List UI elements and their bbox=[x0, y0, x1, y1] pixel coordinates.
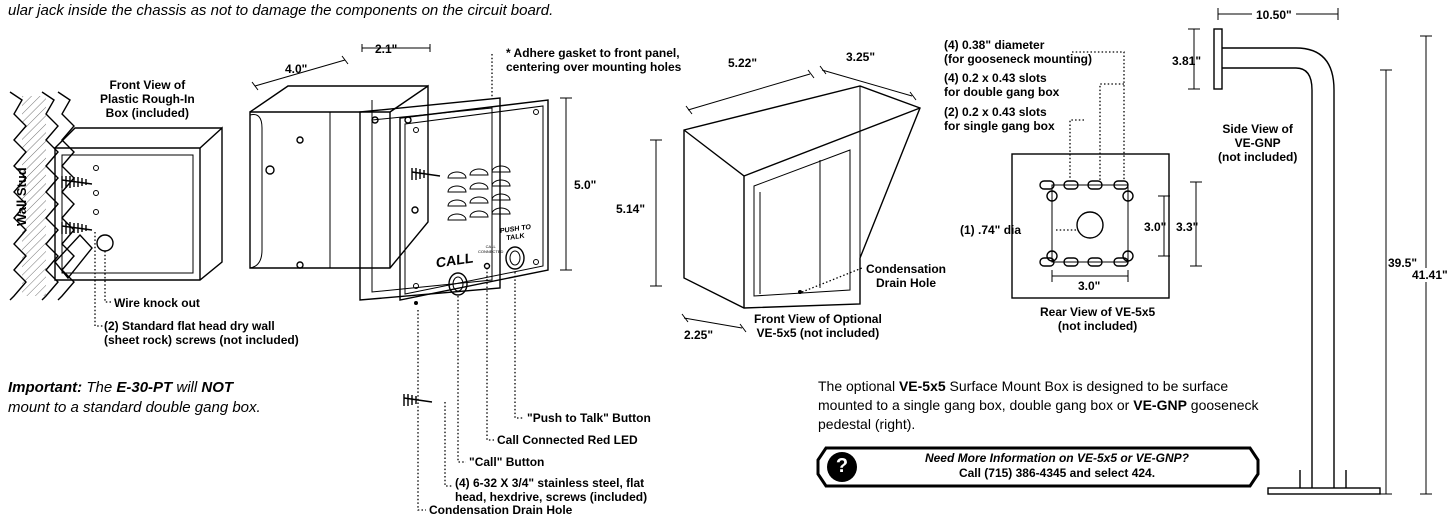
intro-text: ular jack inside the chassis as not to d… bbox=[8, 2, 554, 19]
gasket-drawing bbox=[359, 97, 501, 301]
rear-center-hole-label: (1) .74" dia bbox=[960, 223, 1022, 237]
box-width-dim: 4.0" bbox=[285, 62, 308, 76]
rear-038-label: (4) 0.38" diameter (for gooseneck mounti… bbox=[944, 38, 1092, 66]
drywall-screws-label: (2) Standard flat head dry wall (sheet r… bbox=[104, 319, 299, 347]
ve5x5-width-dim: 5.22" bbox=[728, 56, 758, 70]
rear-single-slots-label: (2) 0.2 x 0.43 slots for single gang box bbox=[944, 105, 1055, 133]
rough-in-box-drawing bbox=[54, 126, 223, 281]
gooseneck-full-dim: 41.41" bbox=[1412, 268, 1448, 282]
rough-in-box-caption: Front View of Plastic Rough-In Box (incl… bbox=[100, 78, 195, 120]
callout-push-to-talk: "Push to Talk" Button bbox=[527, 411, 651, 425]
gooseneck-caption: Side View of VE-GNP (not included) bbox=[1218, 122, 1298, 164]
rear-view-drawing bbox=[1011, 153, 1202, 299]
info-box-frame bbox=[816, 446, 1260, 488]
callout-call-button: "Call" Button bbox=[469, 455, 545, 469]
rear-double-slots-label: (4) 0.2 x 0.43 slots for double gang box bbox=[944, 71, 1060, 99]
rear-outer-v-dim: 3.3" bbox=[1176, 220, 1199, 234]
callout-stainless-screws: (4) 6-32 X 3/4" stainless steel, flat he… bbox=[455, 476, 648, 504]
ve5x5-height-dim: 5.14" bbox=[616, 202, 646, 216]
back-box-drawing bbox=[249, 44, 431, 269]
box-depth-dim: 2.1" bbox=[375, 42, 398, 56]
rear-view-caption: Rear View of VE-5x5 (not included) bbox=[1040, 305, 1156, 333]
panel-height-dim: 5.0" bbox=[574, 178, 597, 192]
ve5x5-description: The optional VE-5x5 Surface Mount Box is… bbox=[818, 378, 1259, 432]
front-panel-drawing bbox=[399, 99, 549, 406]
ve5x5-depth-dim: 3.25" bbox=[846, 50, 876, 64]
gooseneck-width-dim: 10.50" bbox=[1252, 8, 1296, 22]
gasket-label: * Adhere gasket to front panel, centerin… bbox=[506, 46, 682, 74]
callout-drain-hole: Condensation Drain Hole bbox=[429, 503, 573, 517]
rear-inner-v-dim: 3.0" bbox=[1144, 220, 1167, 234]
rear-horizontal-dim: 3.0" bbox=[1078, 279, 1101, 293]
gooseneck-top-dim: 3.81" bbox=[1172, 54, 1202, 68]
ve5x5-bottom-dim: 2.25" bbox=[684, 328, 714, 342]
ve5x5-front-drawing bbox=[650, 65, 921, 333]
info-box-text: Need More Information on VE-5x5 or VE-GN… bbox=[924, 451, 1190, 480]
ve5x5-front-caption: Front View of Optional VE-5x5 (not inclu… bbox=[754, 312, 882, 340]
callout-call-led: Call Connected Red LED bbox=[497, 433, 638, 447]
gooseneck-mid-dim: 39.5" bbox=[1388, 256, 1418, 270]
panel-call-connected-text: CALL CONNECTED bbox=[478, 244, 504, 254]
ve5x5-drain-label: Condensation Drain Hole bbox=[866, 262, 946, 290]
question-icon: ? bbox=[835, 455, 849, 477]
wire-knockout-label: Wire knock out bbox=[114, 296, 200, 310]
